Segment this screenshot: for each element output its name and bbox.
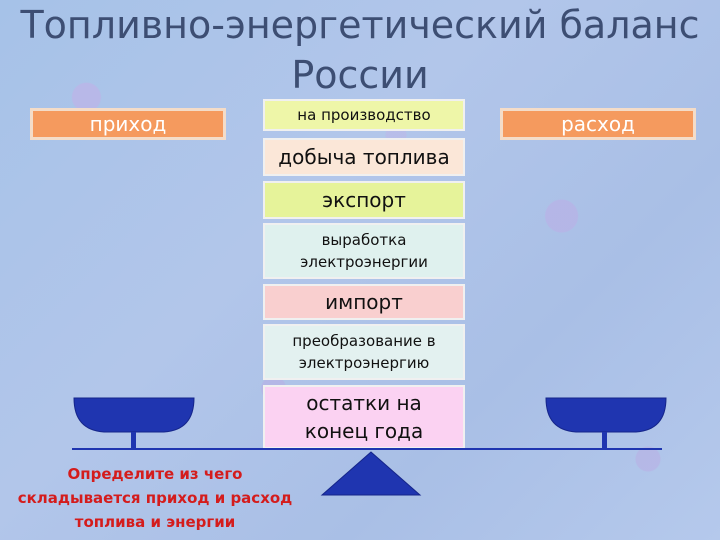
- item-fuel-extraction: добыча топлива: [263, 138, 465, 176]
- income-box: приход: [30, 108, 226, 140]
- item-conversion-to-electricity: преобразование в электроэнергию: [263, 324, 465, 380]
- expense-box: расход: [500, 108, 696, 140]
- right-pan: [545, 397, 667, 433]
- left-pan: [73, 397, 195, 433]
- right-pan-stem: [602, 432, 607, 449]
- item-import: импорт: [263, 284, 465, 320]
- left-pan-stem: [131, 432, 136, 449]
- item-electricity-generation: выработка электроэнергии: [263, 223, 465, 279]
- item-year-end-remainders: остатки на конец года: [263, 385, 465, 449]
- item-export: экспорт: [263, 181, 465, 219]
- scale-fulcrum: [320, 451, 422, 496]
- item-for-production: на производство: [263, 99, 465, 131]
- page-title: Топливно-энергетический баланс России: [20, 3, 700, 97]
- question-text: Определите из чего складывается приход и…: [17, 465, 293, 531]
